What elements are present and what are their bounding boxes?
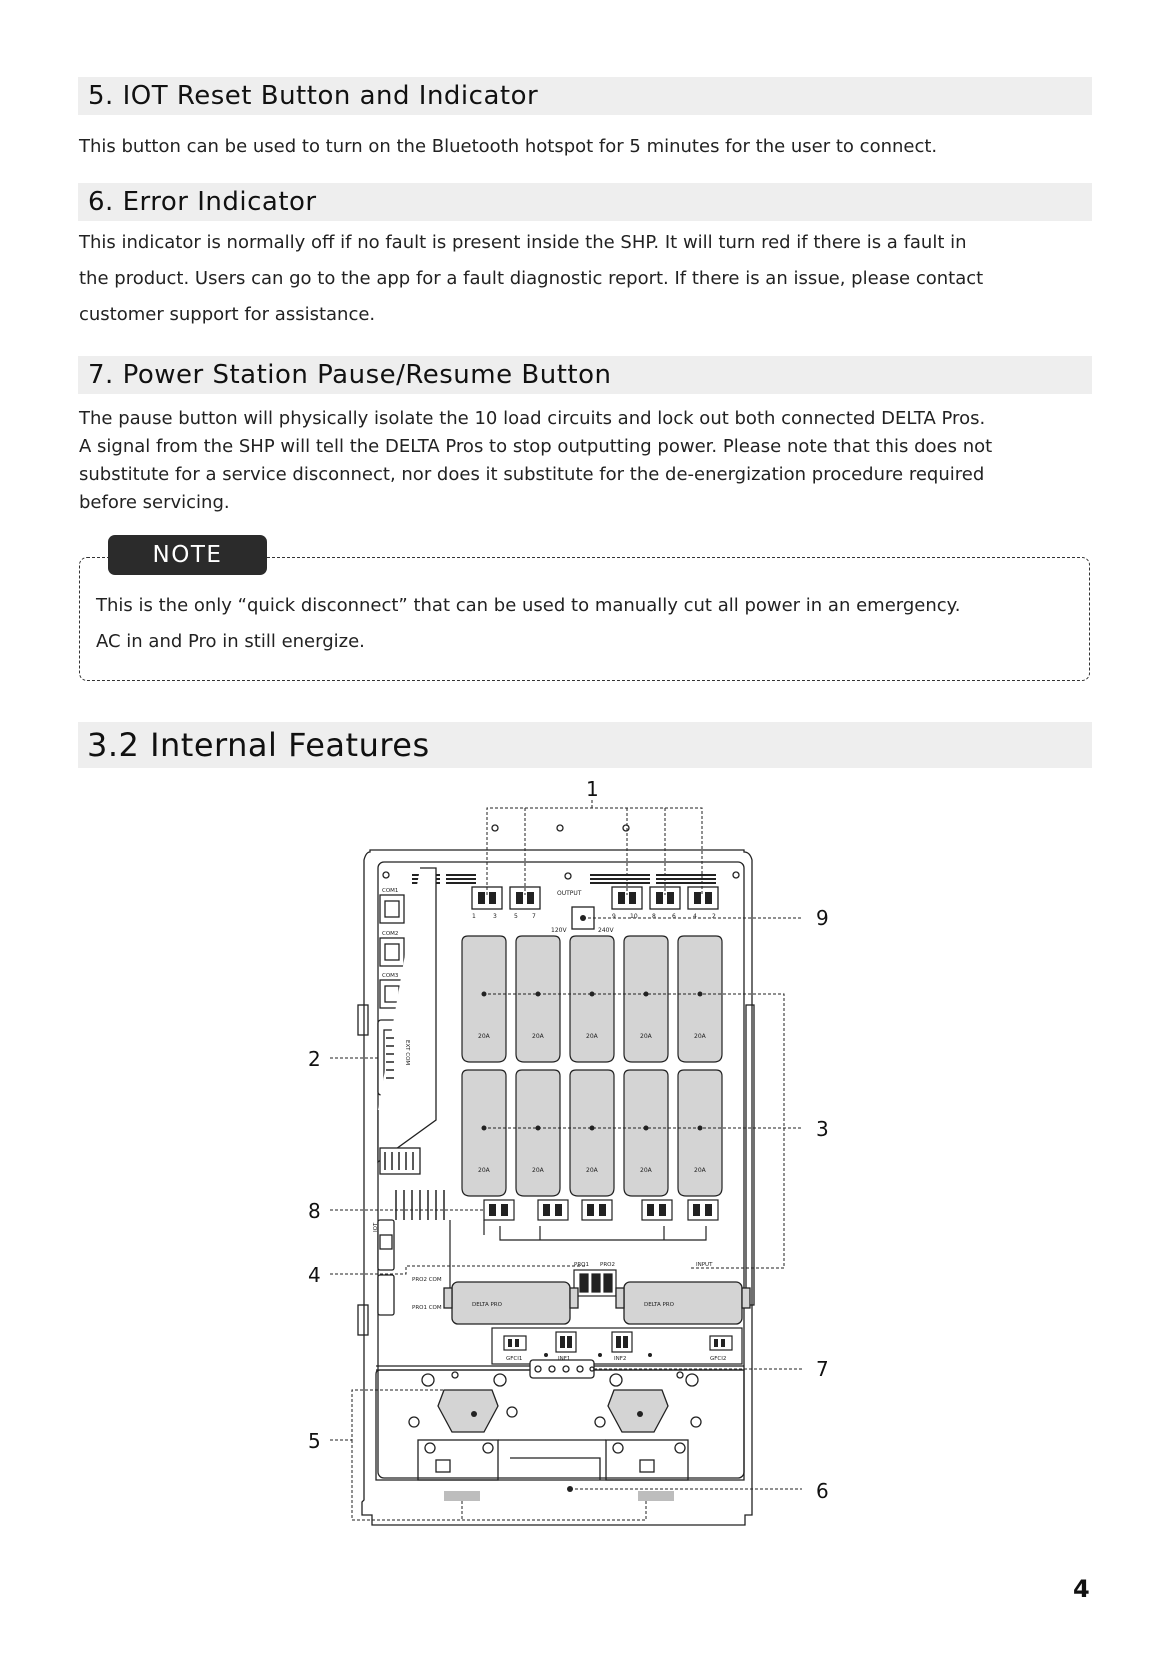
section-body-line: customer support for assistance. — [79, 304, 376, 325]
note-line: AC in and Pro in still energize. — [96, 631, 365, 652]
section-heading-bar: 7. Power Station Pause/Resume Button — [78, 356, 1092, 394]
note-line: This is the only “quick disconnect” that… — [96, 595, 961, 616]
breaker-rating: 20A — [532, 1033, 545, 1040]
section-body-line: before servicing. — [79, 492, 230, 513]
terminal-number: 8 — [652, 913, 656, 920]
callout-1: 1 — [586, 780, 599, 801]
delta-pro-label: DELTA PRO — [644, 1302, 675, 1308]
terminal-number: 7 — [532, 913, 536, 920]
breaker — [677, 935, 723, 1063]
page-number: 4 — [1073, 1575, 1090, 1603]
breaker — [623, 1069, 669, 1197]
section-body-line: the product. Users can go to the app for… — [79, 268, 984, 289]
delta-pro-label: DELTA PRO — [472, 1302, 503, 1308]
pro1-com-label: PRO1 COM — [412, 1305, 442, 1311]
breaker — [569, 935, 615, 1063]
voltage-240-label: 240V — [598, 927, 614, 934]
com2-label: COM2 — [382, 931, 398, 937]
section-heading: 7. Power Station Pause/Resume Button — [88, 360, 612, 390]
voltage-120-label: 120V — [551, 927, 567, 934]
breaker-rating: 20A — [586, 1033, 599, 1040]
internal-features-diagram: OUTPUT 120V 240V 1 3 5 7 9 10 8 6 4 2 — [308, 780, 829, 1526]
breaker-rating: 20A — [532, 1167, 545, 1174]
breaker-rating: 20A — [478, 1167, 491, 1174]
pro2-label: PRO2 — [600, 1262, 615, 1268]
breaker — [515, 935, 561, 1063]
callout-5: 5 — [308, 1429, 321, 1453]
terminal-number: 4 — [693, 913, 697, 920]
com1-label: COM1 — [382, 888, 398, 894]
breaker-rating: 20A — [586, 1167, 599, 1174]
terminal-number: 1 — [472, 913, 476, 920]
section-body-line: substitute for a service disconnect, nor… — [79, 464, 985, 485]
callout-6: 6 — [816, 1479, 829, 1503]
callout-9: 9 — [816, 906, 829, 930]
section-heading-bar: 6. Error Indicator — [78, 183, 1092, 221]
breaker-rating: 20A — [640, 1167, 653, 1174]
com3-label: COM3 — [382, 973, 399, 979]
terminal-number: 6 — [672, 913, 676, 920]
pro2-com-label: PRO2 COM — [412, 1277, 442, 1283]
chapter-heading-bar: 3.2 Internal Features — [78, 722, 1092, 768]
callout-3: 3 — [816, 1117, 829, 1141]
breaker — [623, 935, 669, 1063]
note-label: NOTE — [108, 535, 267, 575]
terminal-number: 2 — [712, 913, 716, 920]
callout-8: 8 — [308, 1199, 321, 1223]
breaker — [569, 1069, 615, 1197]
terminal-number: 9 — [612, 913, 616, 920]
terminal-number: 5 — [514, 913, 518, 920]
gfci2-label: GFCI2 — [710, 1356, 726, 1362]
terminal-number: 3 — [493, 913, 497, 920]
breaker-rating: 20A — [478, 1033, 491, 1040]
breaker — [461, 935, 507, 1063]
section-heading: 6. Error Indicator — [88, 187, 317, 217]
ext-com-label: EXT COM — [404, 1040, 410, 1065]
breaker-rating: 20A — [640, 1033, 653, 1040]
inf1-label: INF1 — [558, 1356, 570, 1362]
iot-label: IOT — [373, 1222, 379, 1232]
section-body-line: This indicator is normally off if no fau… — [79, 232, 967, 253]
callout-2: 2 — [308, 1047, 321, 1071]
section-heading-bar: 5. IOT Reset Button and Indicator — [78, 77, 1092, 115]
breaker — [515, 1069, 561, 1197]
output-label: OUTPUT — [557, 890, 582, 897]
breaker-rating: 20A — [694, 1033, 707, 1040]
section-body-line: The pause button will physically isolate… — [79, 408, 986, 429]
inf2-label: INF2 — [614, 1356, 626, 1362]
section-heading: 5. IOT Reset Button and Indicator — [88, 81, 539, 111]
gfci1-label: GFCI1 — [506, 1356, 522, 1362]
section-body: This button can be used to turn on the B… — [79, 136, 938, 157]
breaker-handle — [589, 1125, 595, 1131]
breaker-rating: 20A — [694, 1167, 707, 1174]
terminal-number: 10 — [630, 913, 638, 920]
callout-7: 7 — [816, 1357, 829, 1381]
pro1-label: PRO1 — [574, 1262, 589, 1268]
chapter-heading: 3.2 Internal Features — [87, 726, 430, 764]
input-label: INPUT — [696, 1262, 713, 1268]
breaker — [461, 1069, 507, 1197]
section-body-line: A signal from the SHP will tell the DELT… — [79, 436, 993, 457]
note-box — [79, 557, 1090, 681]
callout-4: 4 — [308, 1263, 321, 1287]
breaker-handle — [589, 991, 595, 997]
breaker — [677, 1069, 723, 1197]
